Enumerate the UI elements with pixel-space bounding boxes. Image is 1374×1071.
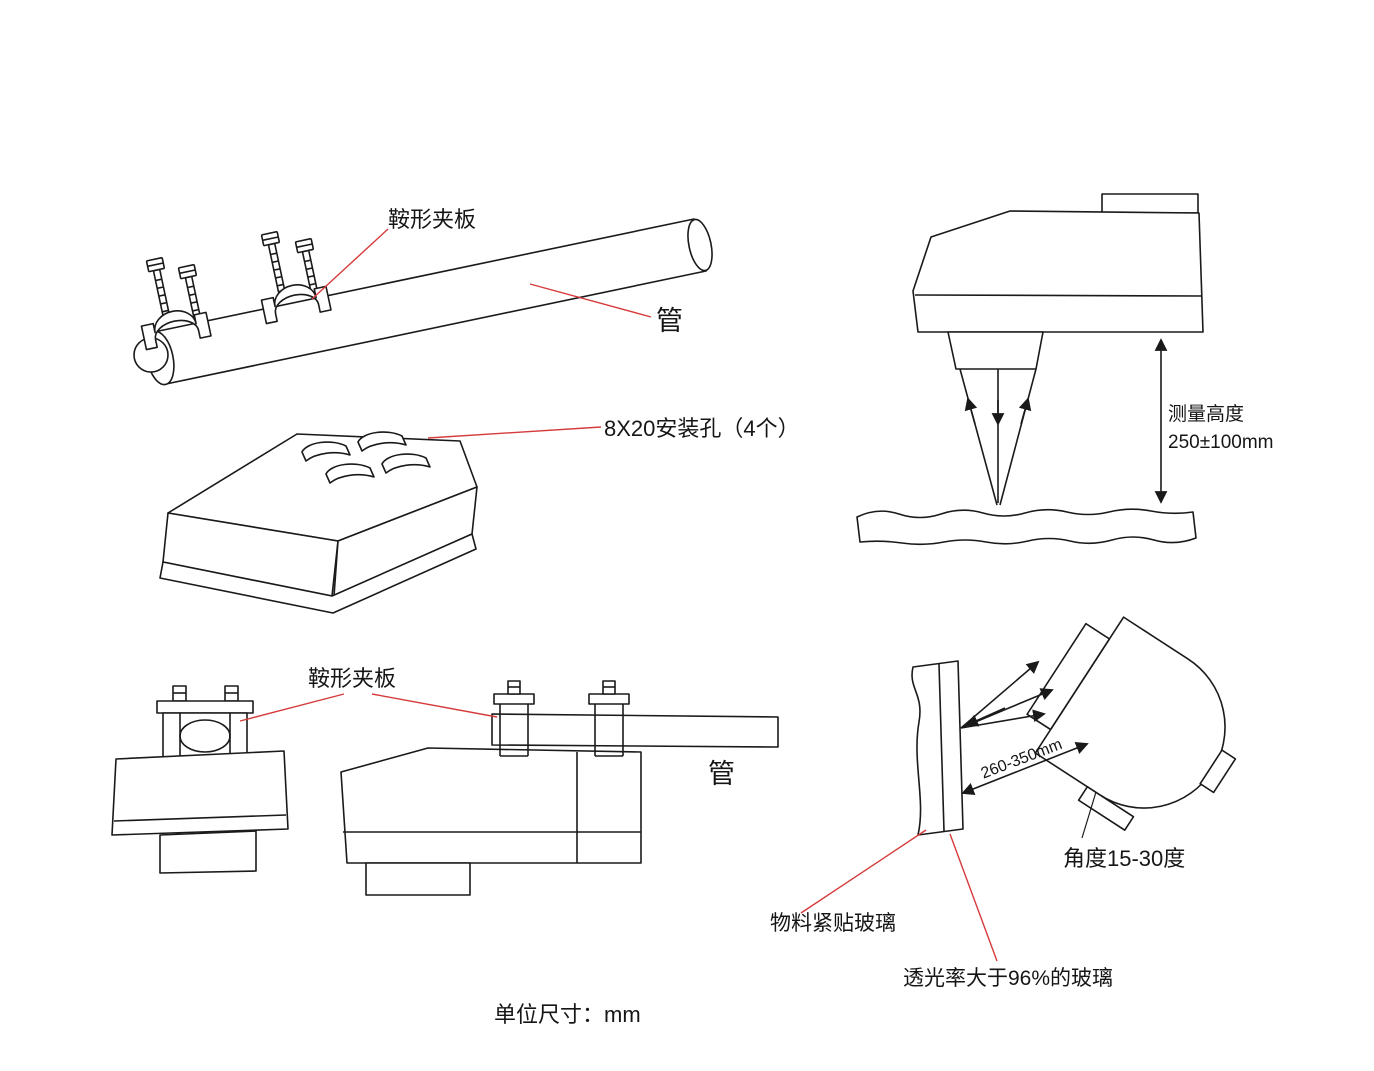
bolt-icon	[145, 256, 176, 320]
label-pipe-bottom: 管	[708, 759, 735, 789]
distance-dimension-arrow	[961, 742, 1089, 795]
sensor-lens	[947, 331, 1044, 370]
label-material-note: 物料紧贴玻璃	[770, 912, 896, 935]
pipe-side	[491, 713, 779, 748]
housing-drawing	[159, 431, 478, 614]
bolt-icon	[260, 230, 291, 294]
label-measure-height-value: 250±100mm	[1168, 431, 1274, 453]
label-measure-height: 测量高度 250±100mm	[1168, 401, 1273, 456]
tilted-sensor	[1026, 616, 1237, 831]
light-beam	[959, 368, 998, 506]
label-angle-range: 角度15-30度	[1063, 846, 1186, 871]
measured-surface	[856, 508, 1197, 546]
side-view-drawing	[340, 680, 779, 896]
label-pipe-top: 管	[656, 306, 683, 336]
leader-lines	[239, 228, 998, 962]
saddle-clamp-icon	[588, 680, 630, 757]
label-saddle-clamp-top: 鞍形夹板	[388, 207, 477, 232]
label-mounting-holes: 8X20安装孔（4个）	[604, 416, 800, 441]
label-glass-note: 透光率大于96%的玻璃	[903, 967, 1114, 990]
light-beam	[960, 660, 1040, 729]
light-beam	[999, 368, 1037, 506]
pipe-clamp-assembly-drawing	[133, 218, 713, 386]
pipe-cross-section	[179, 719, 231, 753]
angle-leader-line	[1081, 791, 1097, 839]
front-view-drawing	[111, 685, 289, 874]
label-saddle-clamp-bottom: 鞍形夹板	[308, 666, 397, 691]
angle-measurement-drawing	[911, 616, 1237, 839]
label-unit-note: 单位尺寸：mm	[494, 1002, 641, 1027]
height-measurement-drawing	[856, 193, 1204, 546]
light-beam	[960, 709, 1046, 729]
label-measure-height-title: 测量高度	[1168, 404, 1245, 425]
saddle-clamp-icon	[493, 680, 535, 757]
glass-panel	[911, 660, 964, 836]
